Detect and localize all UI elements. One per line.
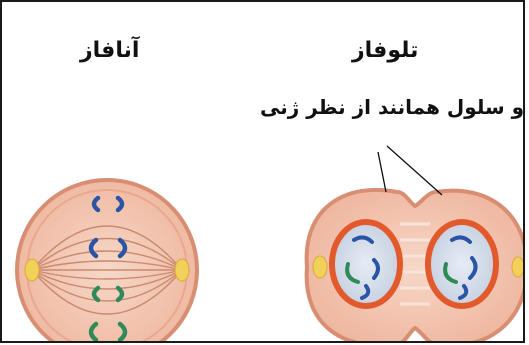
nucleus-right	[428, 222, 496, 306]
centrosome-right-daughter	[512, 257, 524, 277]
anaphase-cell	[17, 180, 197, 343]
centrosome-left-daughter	[313, 256, 327, 278]
telophase-label: تلوفاز	[352, 38, 418, 63]
telophase-cell	[307, 190, 525, 343]
pointer-lines	[378, 146, 442, 195]
centrosome-left	[25, 259, 39, 281]
genetically-identical-cells-caption: دو سلول همانند از نظر ژنی	[260, 95, 525, 119]
anaphase-label: آنافاز	[80, 38, 139, 63]
centrosome-right	[175, 259, 189, 281]
